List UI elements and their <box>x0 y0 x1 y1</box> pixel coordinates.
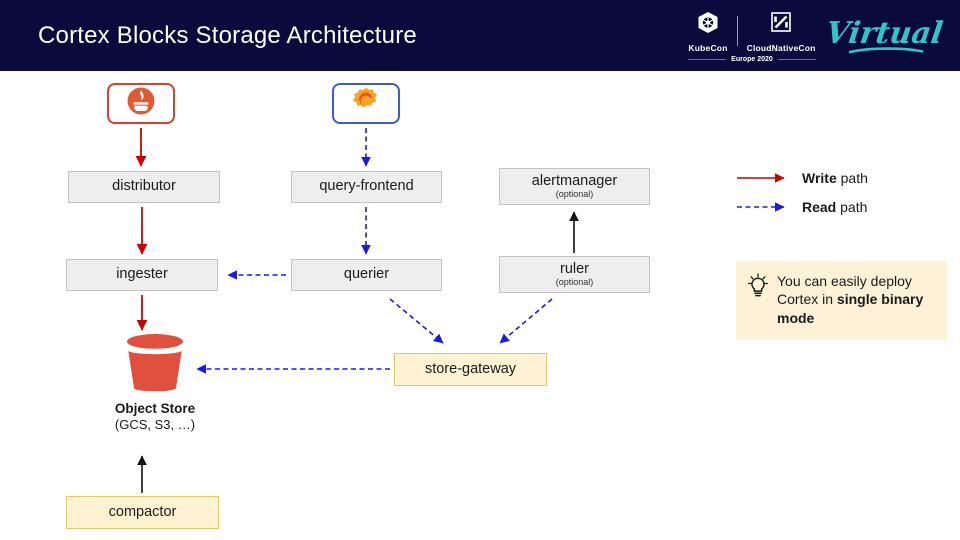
source-grafana[interactable] <box>332 83 400 124</box>
architecture-diagram: distributor ingester query-frontend quer… <box>0 71 960 540</box>
node-object-store[interactable]: Object Store (GCS, S3, …) <box>95 333 215 432</box>
legend-rest-read: path <box>836 198 868 215</box>
node-label: compactor <box>108 503 177 520</box>
conference-logo: KubeCon CloudNativeCon Europe <box>688 6 945 66</box>
legend-item-write: Write path <box>736 163 951 192</box>
node-querier[interactable]: querier <box>291 259 442 291</box>
kubecon-cloudnativecon-lockup: KubeCon CloudNativeCon Europe <box>688 10 816 63</box>
edge-ruler-storegateway <box>499 298 553 344</box>
tip-text-plain: You can easily deploy Cortex in <box>777 273 912 308</box>
read-arrow-icon <box>737 201 785 212</box>
edge-querier-storegateway <box>389 298 444 344</box>
logo-rule-right <box>777 58 816 60</box>
lightbulb-icon <box>747 273 769 297</box>
page-title: Cortex Blocks Storage Architecture <box>38 22 417 49</box>
prometheus-icon <box>126 86 156 121</box>
legend: Write path Read path <box>736 163 951 221</box>
virtual-underline-icon <box>848 46 924 53</box>
page-header: Cortex Blocks Storage Architecture <box>0 0 960 71</box>
kubernetes-helm-icon <box>695 10 721 41</box>
logo-rule-left <box>688 58 727 60</box>
node-compactor[interactable]: compactor <box>66 496 219 529</box>
node-alertmanager[interactable]: alertmanager (optional) <box>499 168 650 205</box>
virtual-badge: Virtual <box>823 15 945 54</box>
node-label: store-gateway <box>424 360 517 377</box>
grafana-icon <box>351 86 381 121</box>
write-arrow-icon <box>737 172 785 183</box>
node-store-gateway[interactable]: store-gateway <box>394 353 547 386</box>
node-query-frontend[interactable]: query-frontend <box>291 171 442 203</box>
legend-label-read: Read path <box>802 199 867 215</box>
legend-strong-write: Write <box>802 169 837 186</box>
node-label: query-frontend <box>319 178 414 195</box>
logo-divider <box>736 16 738 46</box>
node-sublabel: (optional) <box>555 188 594 199</box>
cloudnative-icon <box>768 10 794 41</box>
tip-text-strong: single binary mode <box>777 291 924 326</box>
node-label: distributor <box>112 178 176 195</box>
node-sublabel: (optional) <box>555 276 594 287</box>
node-label: ruler <box>559 260 589 277</box>
node-ingester[interactable]: ingester <box>66 259 218 291</box>
cloudnativecon-label: CloudNativeCon <box>746 42 816 53</box>
node-label: querier <box>343 266 390 283</box>
legend-rest-write: path <box>836 169 868 186</box>
node-label: ingester <box>116 266 168 283</box>
legend-item-read: Read path <box>736 192 951 221</box>
source-prometheus[interactable] <box>107 83 175 124</box>
tip-callout-text: You can easily deploy Cortex in single b… <box>777 272 935 327</box>
object-store-subtitle: (GCS, S3, …) <box>114 417 196 432</box>
logo-edition-label: Europe 2020 <box>731 55 773 63</box>
node-label: alertmanager <box>531 172 618 189</box>
object-store-title: Object Store <box>114 401 196 416</box>
bucket-icon <box>126 334 184 392</box>
virtual-label: Virtual <box>823 15 945 51</box>
node-distributor[interactable]: distributor <box>68 171 220 203</box>
tip-callout: You can easily deploy Cortex in single b… <box>736 261 947 340</box>
kubecon-label: KubeCon <box>688 42 728 53</box>
legend-strong-read: Read <box>802 198 837 215</box>
node-ruler[interactable]: ruler (optional) <box>499 256 650 293</box>
legend-label-write: Write path <box>802 170 868 186</box>
